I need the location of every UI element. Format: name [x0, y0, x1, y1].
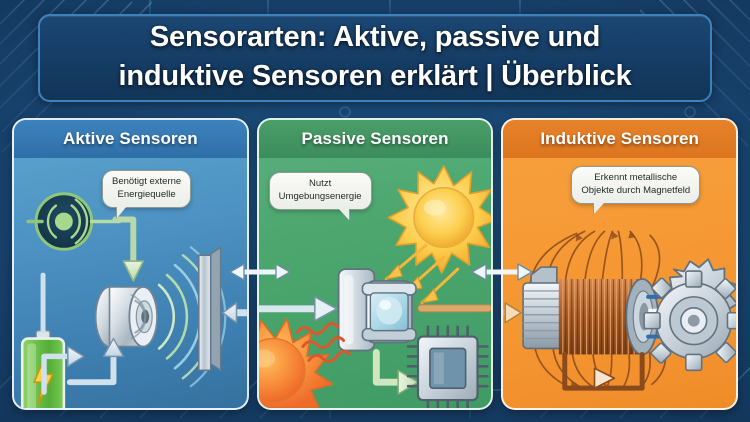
- arrow-left-incoming-icon: [221, 302, 247, 324]
- connector-active-to-passive: [228, 262, 292, 282]
- inductive-coil-sensor-icon: [522, 266, 660, 356]
- ultrasonic-sensor-icon: [94, 286, 159, 348]
- bubble-passive: Nutzt Umgebungsenergie: [268, 172, 372, 211]
- panel-induktive-sensoren[interactable]: Induktive Sensoren: [501, 118, 739, 410]
- heat-wave-icon: [295, 322, 351, 363]
- connector-passive-to-inductive: [470, 262, 534, 282]
- title-banner: Sensorarten: Aktive, passive und indukti…: [38, 14, 712, 102]
- arrow-incoming-icon: [503, 302, 523, 324]
- bubble-aktive-line2: Energiequelle: [117, 188, 176, 200]
- bubble-aktive: Benötigt externe Energiequelle: [102, 170, 192, 209]
- bubble-induktive-line2: Objekte durch Magnetfeld: [581, 184, 691, 196]
- panel-header-induktive: Induktive Sensoren: [503, 120, 737, 158]
- microchip-icon: [406, 325, 489, 408]
- output-bar-icon: [417, 304, 492, 313]
- panel-header-aktive: Aktive Sensoren: [14, 120, 247, 158]
- bubble-induktive: Erkennt metallische Objekte durch Magnet…: [571, 166, 701, 205]
- current-loop-icon: [562, 351, 645, 391]
- arrow-up-icon: [66, 337, 125, 386]
- pir-motion-sensor-icon: [337, 268, 417, 352]
- page-title-line-1: Sensorarten: Aktive, passive und: [149, 21, 601, 54]
- panel-title-passive: Passive Sensoren: [301, 129, 449, 148]
- page-title-line-2: induktive Sensoren erklärt | Überblick: [118, 60, 632, 92]
- bubble-induktive-line1: Erkennt metallische: [594, 172, 678, 183]
- panel-title-aktive: Aktive Sensoren: [62, 129, 198, 148]
- panel-body-passive: Nutzt Umgebungsenergie: [258, 158, 492, 408]
- bubble-passive-line1: Nutzt: [309, 178, 332, 189]
- panel-header-passive: Passive Sensoren: [258, 120, 492, 158]
- target-plate-icon: [197, 245, 222, 372]
- signal-emitter-icon: [26, 192, 122, 251]
- bubble-passive-line2: Umgebungsenergie: [278, 190, 362, 202]
- panel-aktive-sensoren[interactable]: Aktive Sensoren: [12, 118, 249, 410]
- panel-title-induktive: Induktive Sensoren: [540, 129, 699, 148]
- panels-container: Aktive Sensoren: [12, 118, 739, 410]
- heat-source-sun-icon: [258, 317, 334, 408]
- arrow-elbow-icon: [372, 348, 419, 395]
- arrow-down-icon: [112, 216, 145, 282]
- bubble-aktive-line1: Benötigt externe: [112, 176, 182, 187]
- sun-icon: [387, 165, 492, 274]
- arrow-right-icon: [41, 345, 85, 395]
- panel-body-aktive: Benötigt externe Energiequelle: [14, 158, 247, 408]
- arrow-right-icon: [258, 296, 338, 322]
- metal-gear-icon: [643, 258, 737, 372]
- panel-passive-sensoren[interactable]: Passive Sensoren: [256, 118, 494, 410]
- panel-body-induktive: Erkennt metallische Objekte durch Magnet…: [503, 158, 737, 408]
